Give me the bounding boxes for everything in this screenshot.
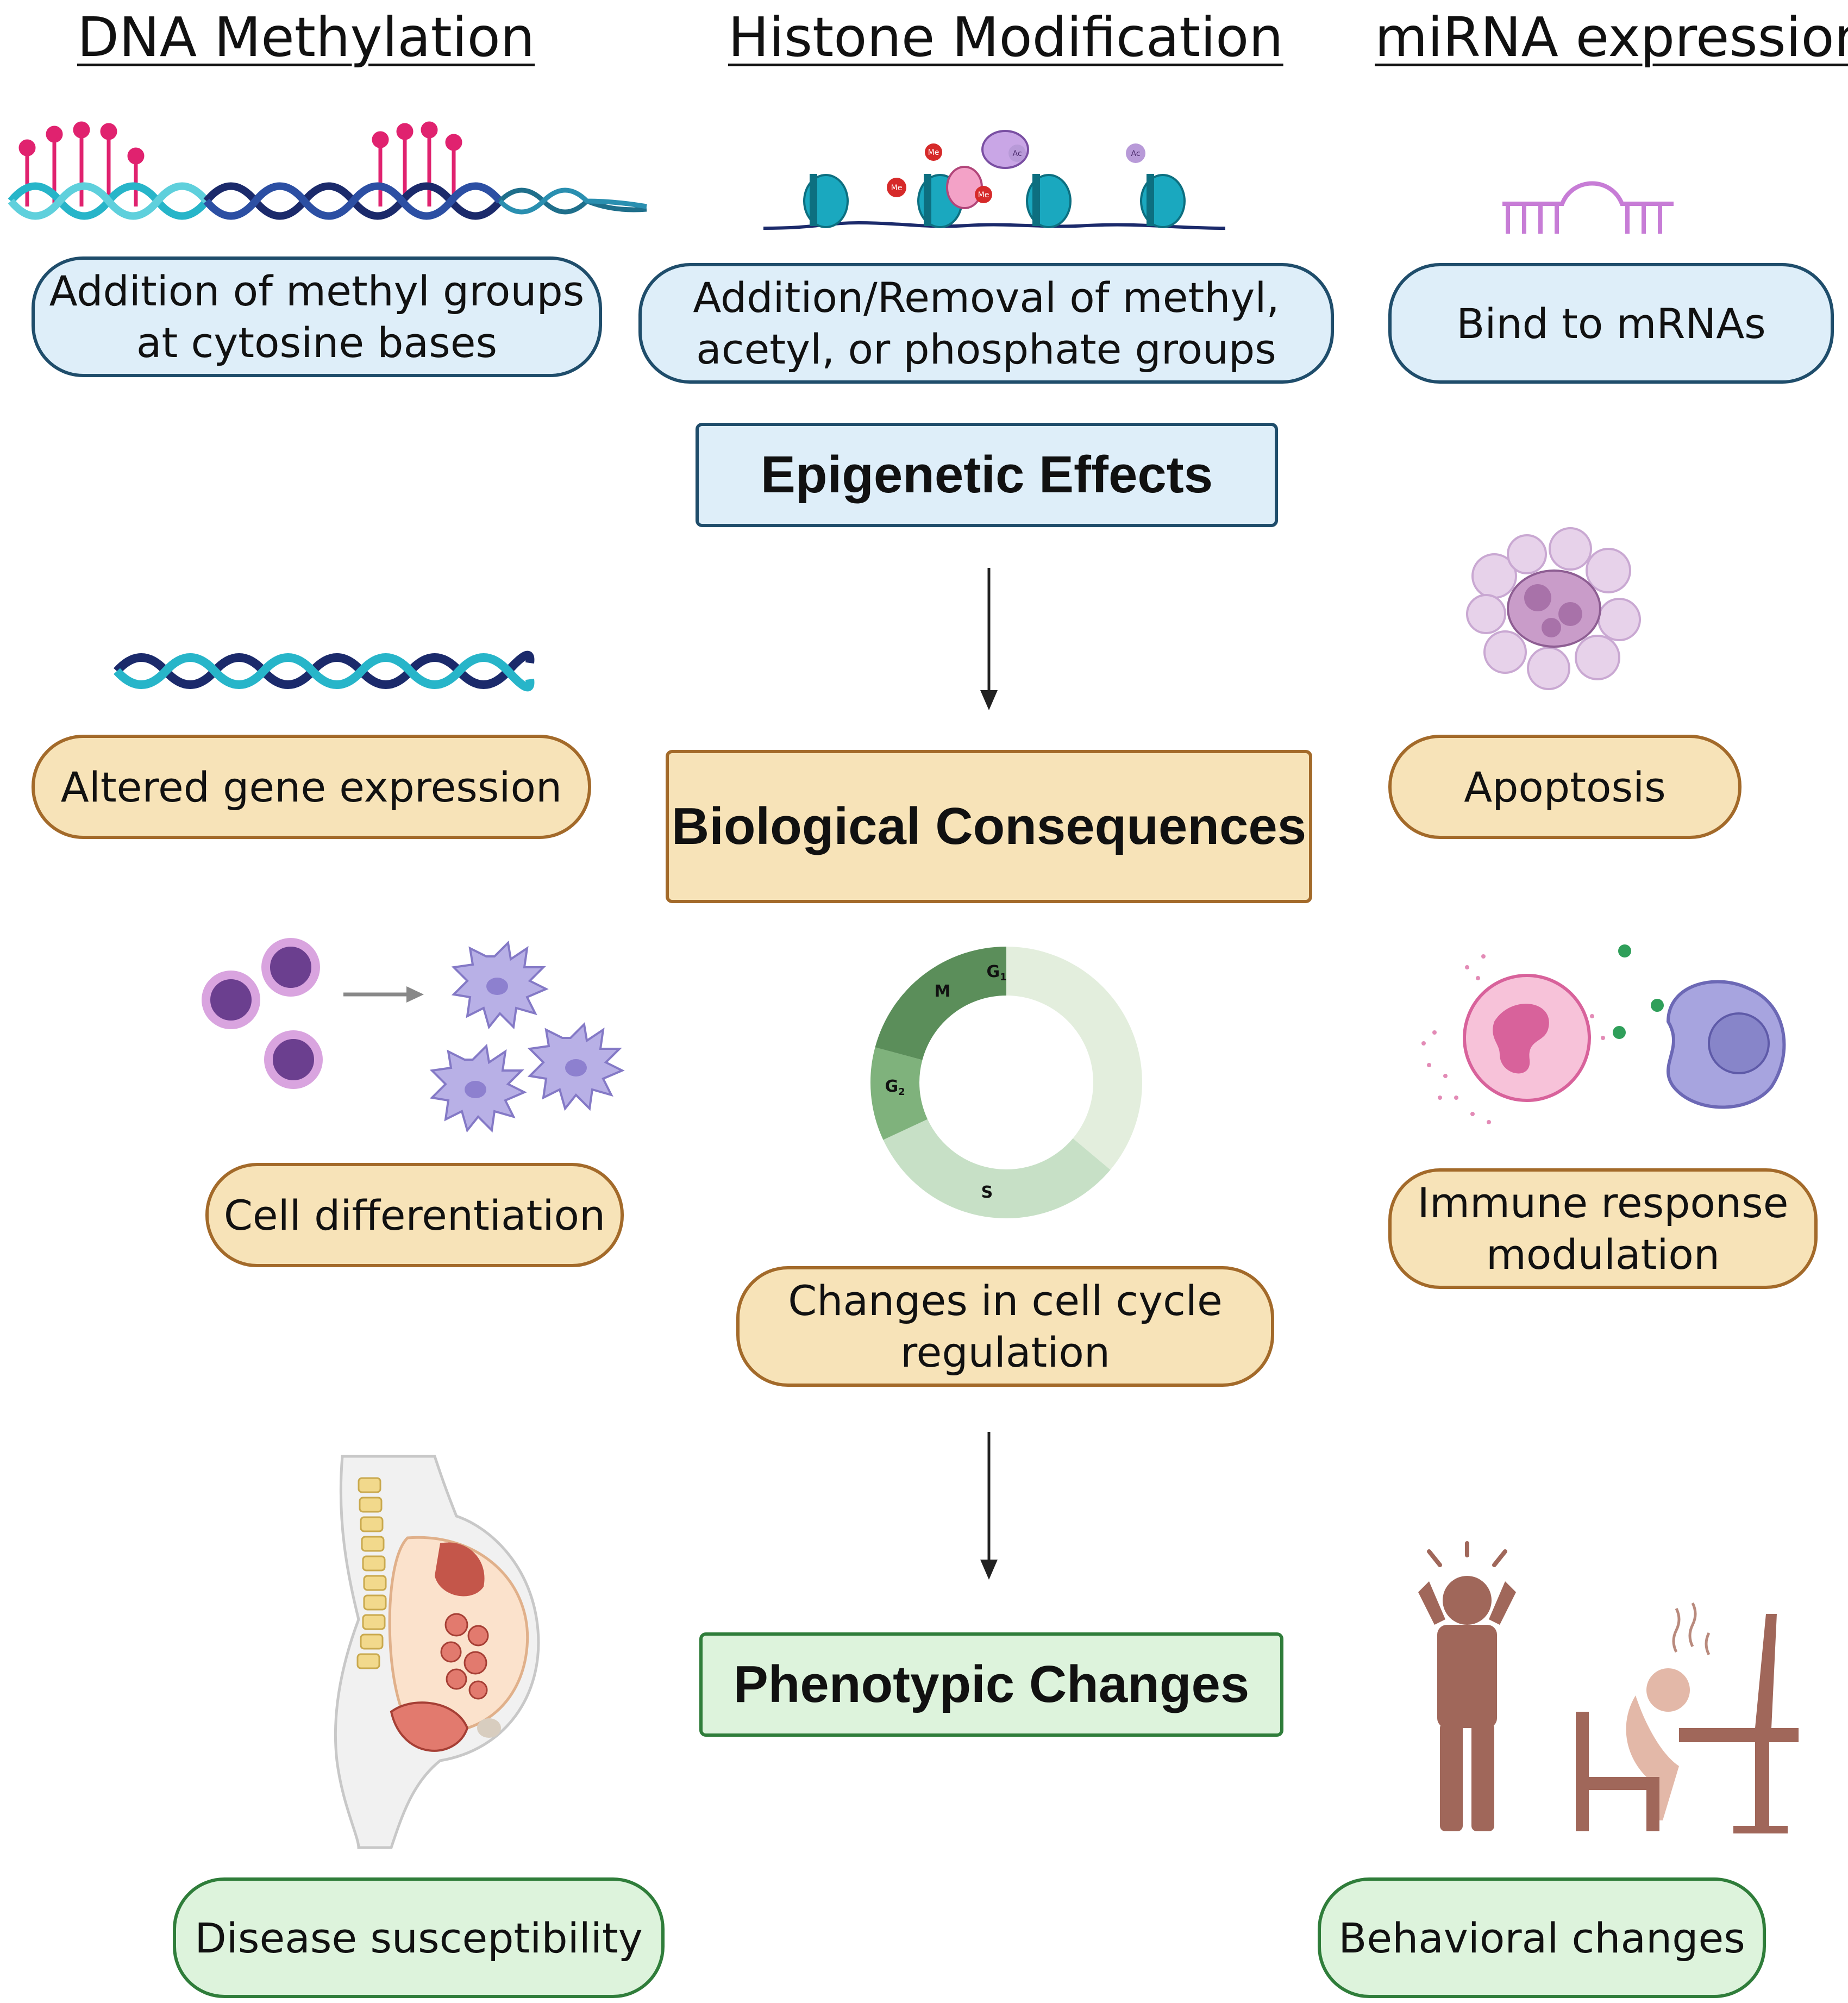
acetyl-tag-icon: [1008, 143, 1145, 163]
histone-nucleosome-icon: Me Me Me Ac Ac: [763, 130, 1226, 230]
apoptosis-cell-icon: [1466, 527, 1641, 690]
arrow-right-icon: [343, 986, 424, 1003]
acetyl-label: Ac: [1131, 149, 1140, 158]
cell-cycle-label-m: M: [934, 982, 950, 1001]
methyl-label: Me: [928, 148, 939, 157]
cell-cycle-segment-m: [875, 947, 1006, 1060]
cell-cycle-segment-g2: [870, 1047, 928, 1140]
disease-susceptibility-label: Disease susceptibility: [173, 1877, 665, 1998]
macrophage-icon: [1666, 980, 1786, 1109]
mirna-description: Bind to mRNAs: [1388, 263, 1834, 384]
pregnant-body-anatomy-icon: [334, 1455, 540, 1849]
stem-cell-icon: [202, 938, 323, 1089]
altered-gene-expression-label: Altered gene expression: [32, 735, 591, 839]
header-histone-modification: Histone Modification: [728, 5, 1283, 69]
phenotypic-changes-box: Phenotypic Changes: [699, 1632, 1283, 1737]
header-dna-methylation: DNA Methylation: [77, 5, 535, 69]
methyl-label: Me: [891, 184, 903, 192]
methyl-group-markers: [18, 121, 462, 206]
histone-modification-description: Addition/Removal of methyl, acetyl, or p…: [638, 263, 1334, 384]
stressed-person-icon: [1418, 1541, 1799, 1833]
dendritic-cell-icon: [429, 940, 625, 1133]
arrow-down-icon: [980, 568, 998, 710]
mirna-hairpin-icon: [1502, 181, 1674, 234]
cell-cycle-label-g2: G2: [885, 1077, 905, 1098]
biological-consequences-box: Biological Consequences: [666, 750, 1312, 903]
epigenetic-effects-box: Epigenetic Effects: [696, 423, 1278, 527]
header-mirna-expression: miRNA expression: [1375, 5, 1848, 69]
immune-response-icon: [1421, 944, 1786, 1124]
methylated-dna-icon: [8, 121, 647, 220]
immune-response-modulation-label: Immune response modulation: [1388, 1168, 1818, 1289]
desk-worker-icon: [1576, 1614, 1799, 1833]
arrow-down-icon: [980, 1432, 998, 1580]
behavioral-changes-label: Behavioral changes: [1318, 1877, 1766, 1998]
dna-helix-icon: [114, 650, 535, 692]
cell-cycle-regulation-label: Changes in cell cycle regulation: [736, 1266, 1274, 1387]
apoptosis-label: Apoptosis: [1388, 735, 1741, 839]
neutrophil-icon: [1463, 974, 1591, 1102]
histone-core-icon: [803, 174, 1186, 228]
cell-differentiation-icon: [202, 938, 625, 1133]
dna-methylation-description: Addition of methyl groups at cytosine ba…: [32, 256, 602, 377]
cell-differentiation-label: Cell differentiation: [205, 1163, 624, 1267]
cell-cycle-segment-s: [883, 1119, 1111, 1218]
methyl-tag-icon: [887, 143, 992, 203]
acetyl-label: Ac: [1012, 149, 1022, 158]
methyl-label: Me: [978, 191, 989, 199]
cell-cycle-label-s: S: [981, 1183, 993, 1202]
spine-icon: [356, 1477, 387, 1669]
